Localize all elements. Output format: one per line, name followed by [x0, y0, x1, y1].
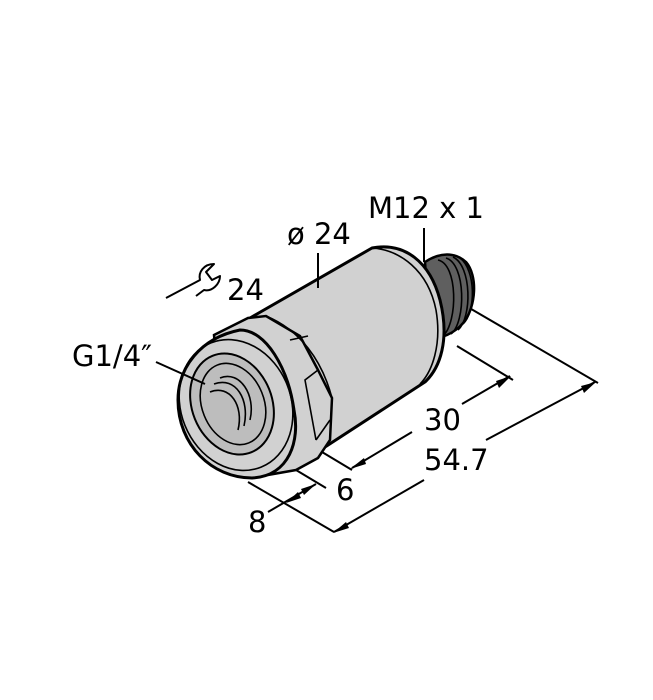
- label-connector-thread: M12 x 1: [368, 191, 484, 225]
- housing-length-ext-line-right: [456, 345, 514, 381]
- process-connection: [176, 328, 298, 480]
- label-dim-nut-width: 6: [336, 473, 354, 507]
- label-dim-housing-length: 30: [424, 403, 461, 437]
- dim-8-ext: [247, 481, 335, 533]
- g14-leader: [155, 361, 206, 385]
- dim-6-ext: [295, 469, 327, 489]
- total-length-ext-line-right: [465, 305, 599, 384]
- label-process-thread: G1/4″: [72, 339, 152, 373]
- label-diameter: ø 24: [287, 217, 351, 251]
- label-dim-thread-depth: 8: [248, 505, 266, 539]
- dim-6-ext-2: [321, 451, 353, 471]
- label-dim-total-length: 54.7: [424, 443, 489, 477]
- dim-54-line-right: [485, 381, 596, 441]
- dim-54-line-left: [333, 479, 425, 533]
- label-wrench-size: 24: [227, 273, 264, 307]
- wrench-icon: [165, 263, 221, 299]
